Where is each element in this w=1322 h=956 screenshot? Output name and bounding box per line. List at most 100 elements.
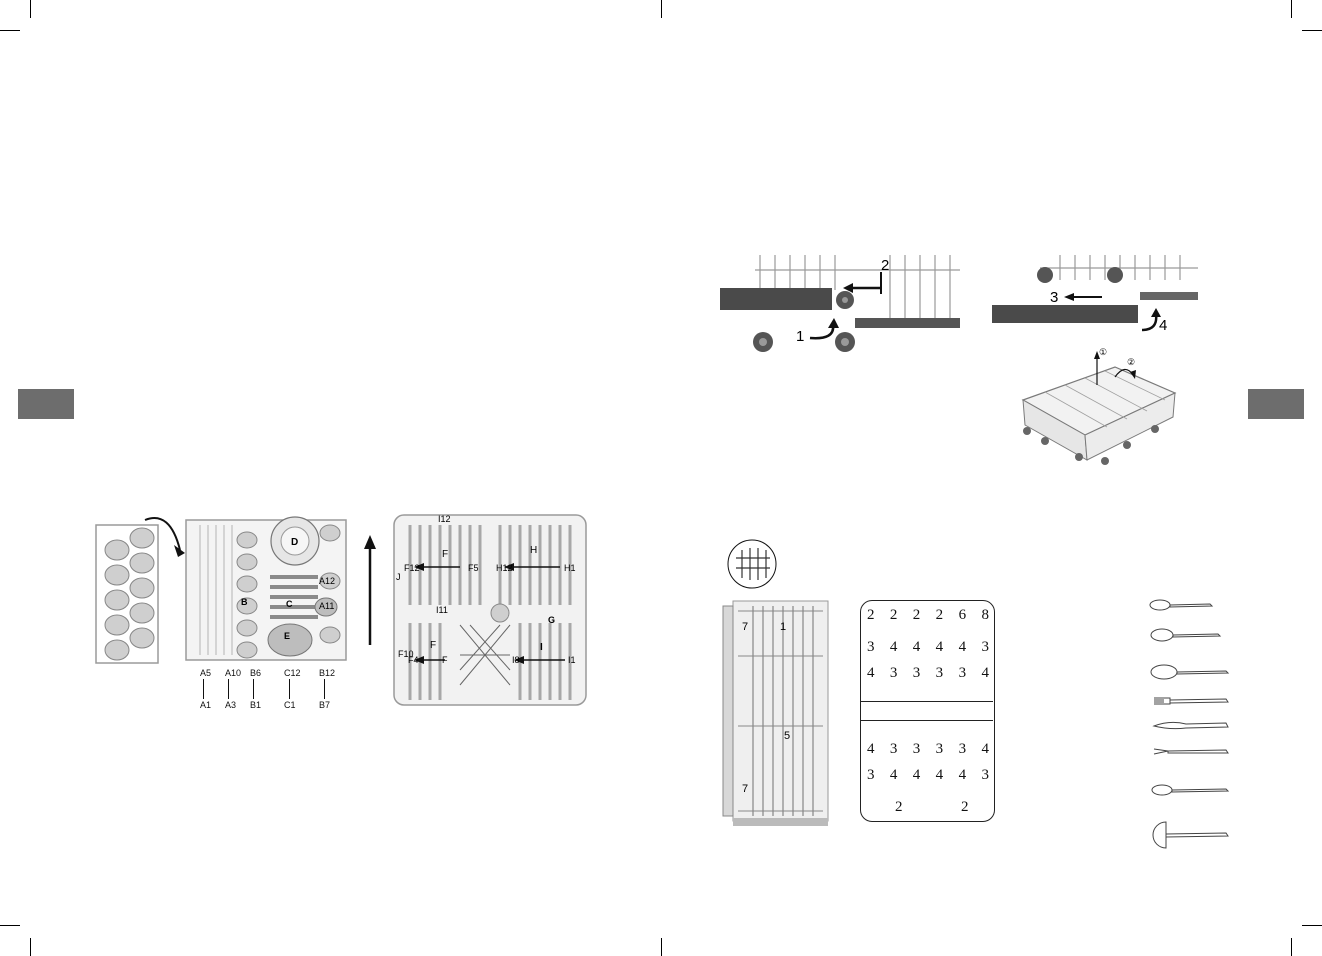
tray-cell: 2 <box>889 607 898 623</box>
tray-cell: 3 <box>912 741 921 757</box>
svg-text:B: B <box>241 597 248 607</box>
tray-divider <box>861 701 993 721</box>
basket-label-7-bottom: 7 <box>742 783 748 795</box>
upper-rack: D A12 A11 B C E <box>185 516 347 661</box>
svg-text:F10: F10 <box>398 649 414 659</box>
tray-cell: 4 <box>867 741 875 757</box>
tray-cell: 4 <box>912 767 921 783</box>
soup-spoon-icon <box>1150 664 1230 680</box>
loading-diagram: D A12 A11 B C E <box>95 514 587 706</box>
cutlery-basket-diagram: 7 1 5 7 <box>722 600 829 826</box>
dessert-spoon-icon <box>1150 628 1222 642</box>
svg-text:A11: A11 <box>319 601 334 611</box>
tray-cell: 4 <box>935 639 944 655</box>
tray-cell: 3 <box>958 665 967 681</box>
rack-removal-diagram-2: 3 4 <box>992 255 1198 334</box>
label-b6: B6 <box>250 668 262 678</box>
crop-mark <box>0 925 20 926</box>
svg-text:H1: H1 <box>564 563 576 573</box>
tray-cell: 2 <box>867 607 875 623</box>
step-2: 2 <box>881 257 889 274</box>
tray-cell: 4 <box>958 639 967 655</box>
crop-mark <box>1291 938 1292 956</box>
crop-mark <box>0 30 20 31</box>
tray-cell: 4 <box>889 639 898 655</box>
step-1: 1 <box>796 328 804 345</box>
crop-mark <box>30 0 31 18</box>
label-a10: A10 <box>225 668 242 678</box>
crop-mark <box>1302 30 1322 31</box>
teaspoon-icon <box>1149 599 1214 611</box>
tray-row: 2 2 <box>867 799 989 817</box>
label-a5: A5 <box>200 668 212 678</box>
tray-cell: 4 <box>935 767 944 783</box>
label-a3: A3 <box>225 700 237 710</box>
svg-text:I8: I8 <box>512 655 520 665</box>
basket-label-1: 1 <box>780 621 786 633</box>
crop-mark <box>661 938 662 956</box>
svg-text:H12: H12 <box>496 563 513 573</box>
svg-text:F: F <box>430 640 436 651</box>
position-labels: A5 A10 B6 C12 B12 A1 A3 B1 C1 B7 <box>195 668 345 713</box>
svg-text:E: E <box>284 631 290 641</box>
svg-text:D: D <box>291 537 298 548</box>
tray-cell: 6 <box>958 607 967 623</box>
tray-cell: 3 <box>981 639 989 655</box>
small-spoon-icon <box>1151 784 1230 796</box>
label-b1: B1 <box>250 700 262 710</box>
svg-text:F12: F12 <box>404 563 420 573</box>
svg-text:G: G <box>548 615 555 625</box>
right-page-tab <box>1248 389 1304 419</box>
tray-cell: 3 <box>958 741 967 757</box>
step-4: 4 <box>1159 317 1167 334</box>
svg-text:J: J <box>396 572 401 582</box>
svg-text:F4: F4 <box>408 655 419 665</box>
basket-label-5: 5 <box>784 730 790 742</box>
tray-row: 3 4 4 4 4 3 <box>867 639 989 657</box>
tray-cell: 3 <box>867 767 875 783</box>
tray-cell: 3 <box>981 767 989 783</box>
label-b12: B12 <box>319 668 336 678</box>
tray-cell: 2 <box>895 799 903 815</box>
label-c1: C1 <box>284 700 296 710</box>
cutlery-icons <box>1149 599 1230 849</box>
tray-cell: 8 <box>981 607 989 623</box>
tray-cell: 4 <box>958 767 967 783</box>
svg-text:I11: I11 <box>436 605 448 615</box>
fork-icon <box>1154 697 1229 705</box>
serving-fork-icon <box>1153 748 1229 755</box>
tray-row: 3 4 4 4 4 3 <box>867 767 989 785</box>
crop-mark <box>1302 925 1322 926</box>
svg-text:H: H <box>530 545 537 556</box>
tray-cell: 3 <box>867 639 875 655</box>
svg-text:I1: I1 <box>568 655 576 665</box>
basket-label-7-top: 7 <box>742 621 748 633</box>
left-page-tab <box>18 389 74 419</box>
crop-mark <box>1291 0 1292 18</box>
svg-text:F: F <box>442 655 448 665</box>
rack-removal-diagram-1: 1 2 <box>720 255 960 352</box>
tray-cell: 4 <box>912 639 921 655</box>
upper-basket-diagram: ① ② <box>1021 347 1177 465</box>
label-a1: A1 <box>200 700 212 710</box>
tray-cell: 3 <box>889 665 898 681</box>
svg-text:A12: A12 <box>319 576 335 586</box>
tray-cell: 3 <box>889 741 898 757</box>
tray-cell: 4 <box>867 665 875 681</box>
knife-icon <box>1152 721 1229 730</box>
label-b7: B7 <box>319 700 331 710</box>
tray-row: 2 2 2 2 6 8 <box>867 607 989 625</box>
tray-cell: 4 <box>981 665 989 681</box>
tray-row: 4 3 3 3 3 4 <box>867 665 989 683</box>
tray-cell: 3 <box>935 741 944 757</box>
svg-text:I: I <box>540 642 543 653</box>
tray-row: 4 3 3 3 3 4 <box>867 741 989 759</box>
step-3: 3 <box>1050 289 1058 306</box>
lower-rack: I12 H F F12 F5 H12 H1 J I11 G F F10 F4 F… <box>393 514 587 706</box>
ladle-icon <box>1152 821 1229 849</box>
svg-text:F: F <box>442 549 448 560</box>
tray-cell: 2 <box>935 607 944 623</box>
tray-cell: 2 <box>961 799 969 815</box>
tray-cell: 4 <box>981 741 989 757</box>
label-c12: C12 <box>284 668 301 678</box>
